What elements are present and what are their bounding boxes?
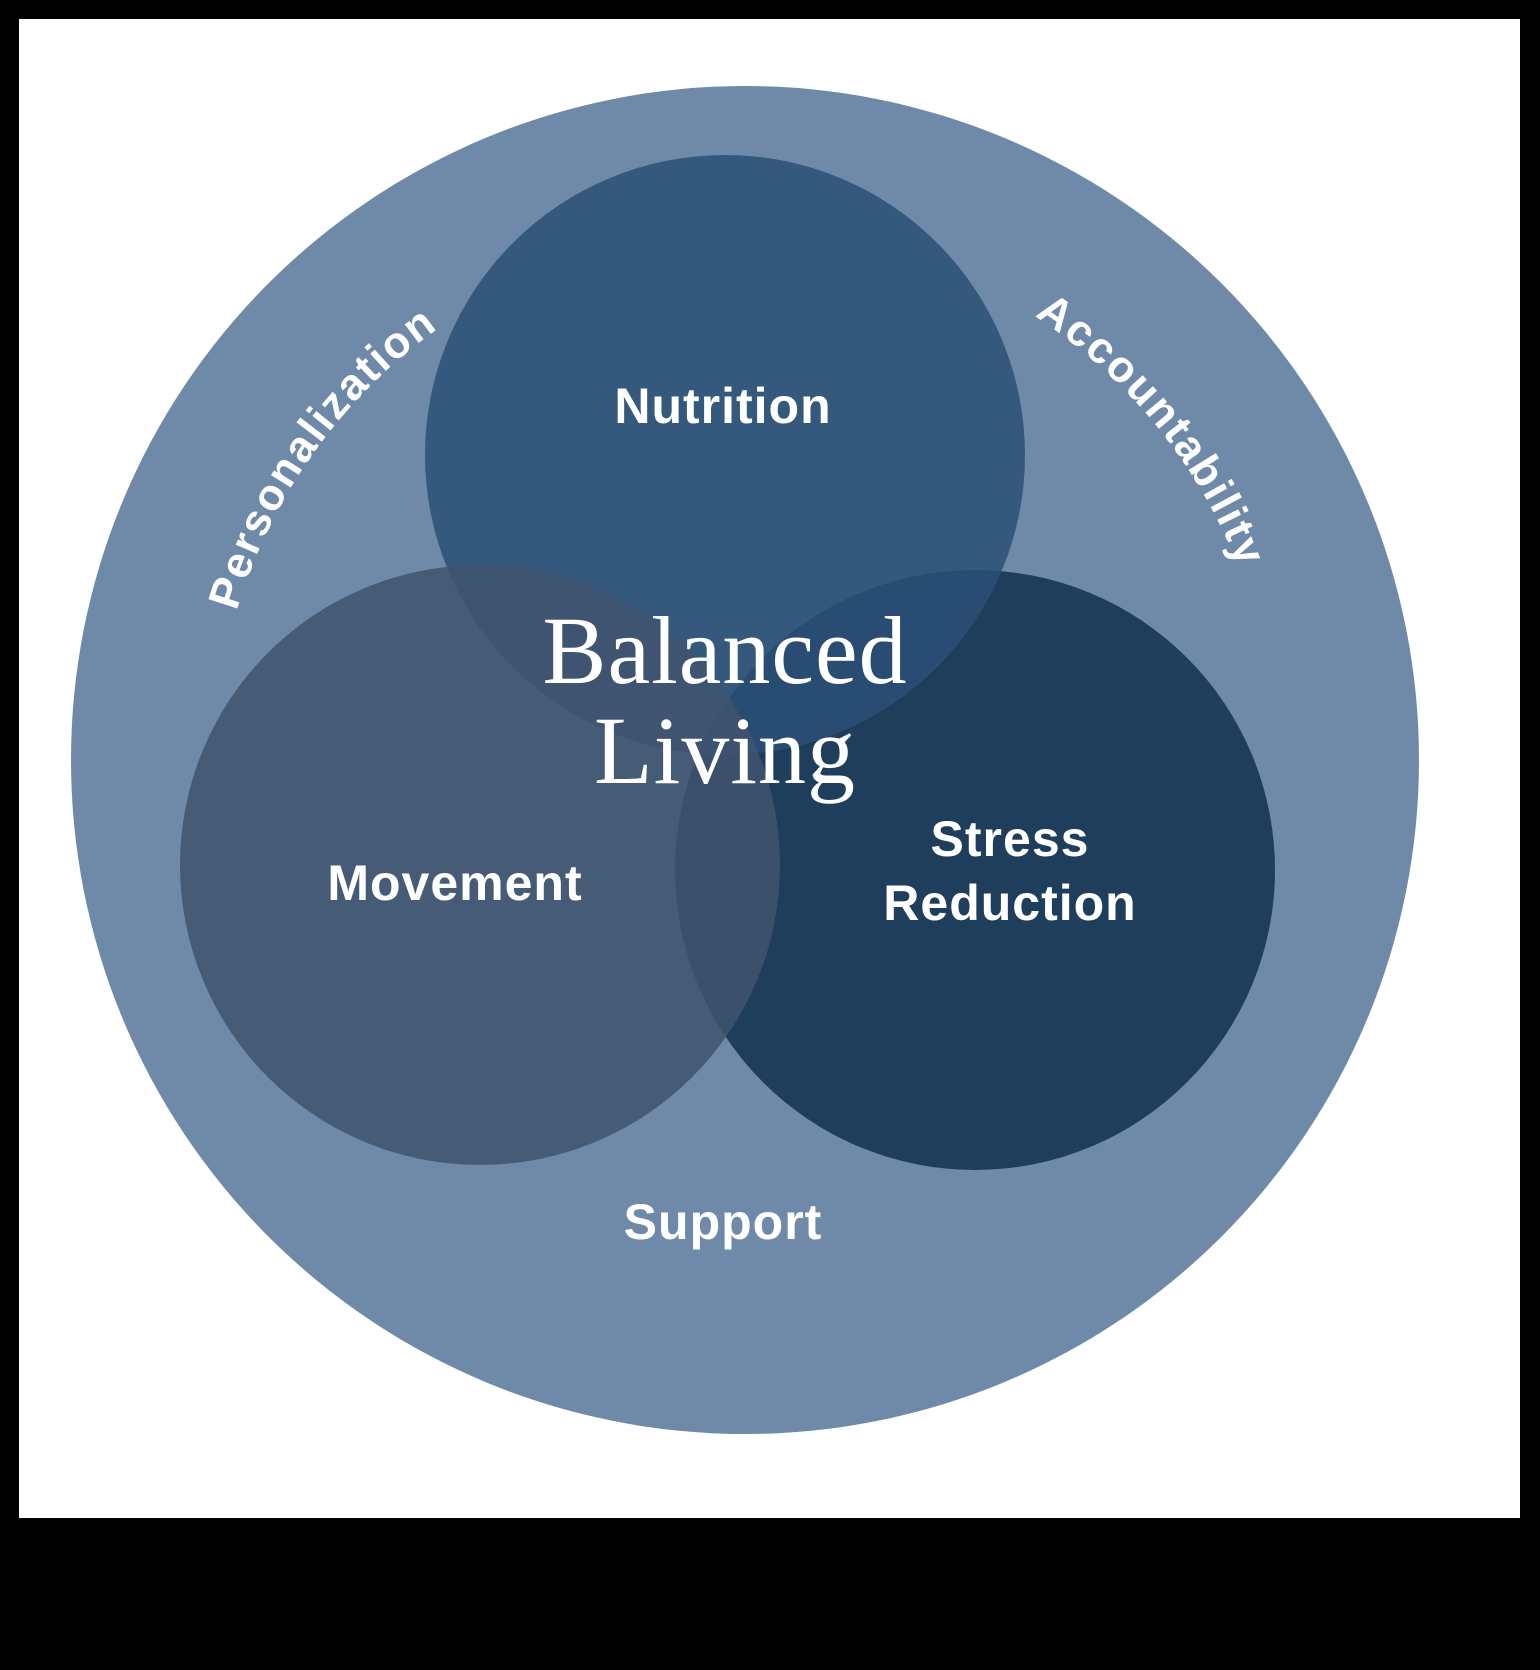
center-title-line2: Living — [594, 697, 856, 804]
movement-label: Movement — [327, 855, 582, 911]
center-title-line1: Balanced — [542, 597, 907, 704]
diagram-canvas: Personalization Accountability Support N… — [19, 19, 1520, 1518]
stress-label-line2: Reduction — [883, 875, 1136, 931]
venn-diagram: Personalization Accountability Support N… — [71, 86, 1419, 1434]
movement-circle — [180, 565, 780, 1165]
nutrition-label: Nutrition — [614, 378, 831, 434]
ring-label-support: Support — [624, 1194, 823, 1250]
stress-label-line1: Stress — [931, 811, 1090, 867]
